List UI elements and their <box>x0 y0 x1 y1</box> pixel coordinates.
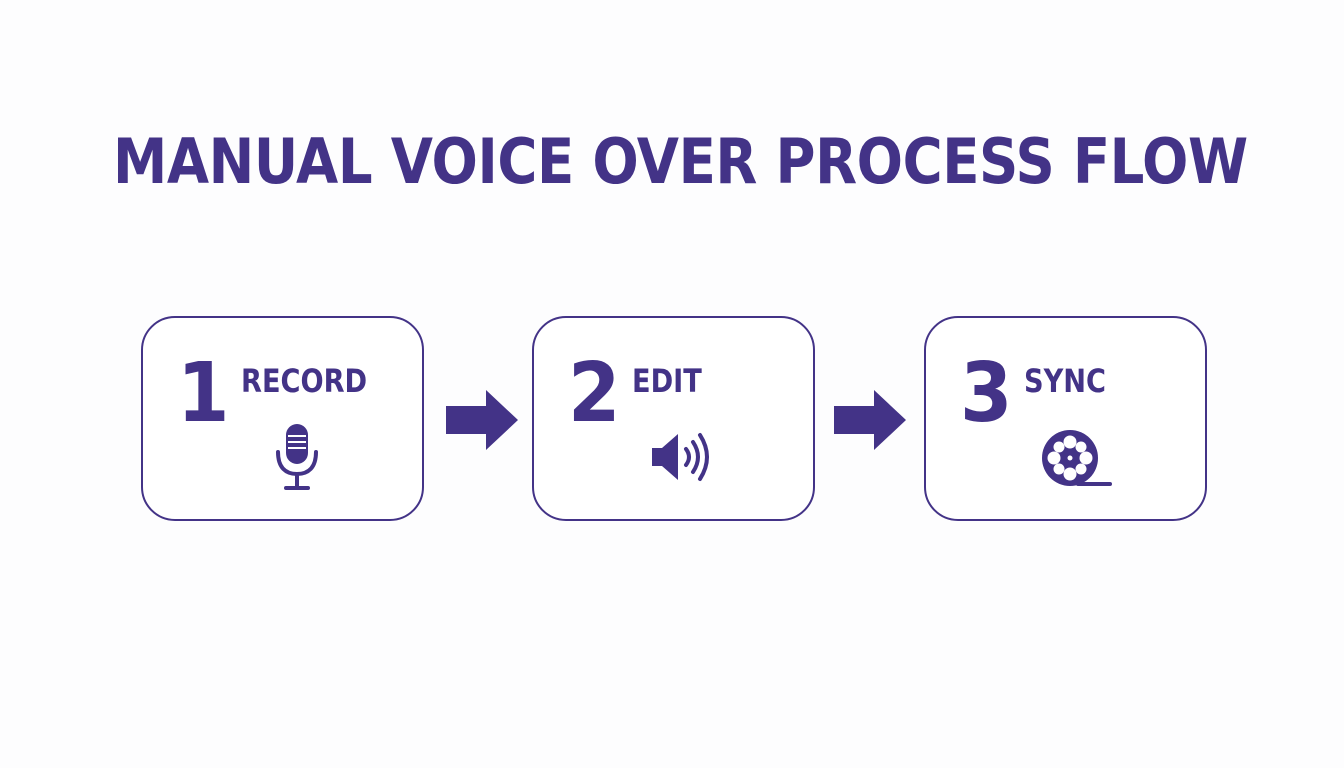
step-record: 1 RECORD <box>141 316 424 521</box>
arrow-right-icon <box>832 388 908 452</box>
microphone-icon <box>267 422 331 494</box>
film-reel-icon <box>1038 422 1112 494</box>
step-label: RECORD <box>241 362 368 400</box>
diagram-title: MANUAL VOICE OVER PROCESS FLOW <box>113 125 1248 198</box>
step-edit: 2 EDIT <box>532 316 815 521</box>
arrow-right-icon <box>444 388 520 452</box>
step-label: SYNC <box>1024 362 1107 400</box>
step-number: 1 <box>177 346 230 441</box>
step-number: 2 <box>568 346 621 441</box>
speaker-icon <box>646 426 710 498</box>
step-number: 3 <box>960 346 1013 441</box>
step-label: EDIT <box>632 362 702 400</box>
step-sync: 3 SYNC <box>924 316 1207 521</box>
